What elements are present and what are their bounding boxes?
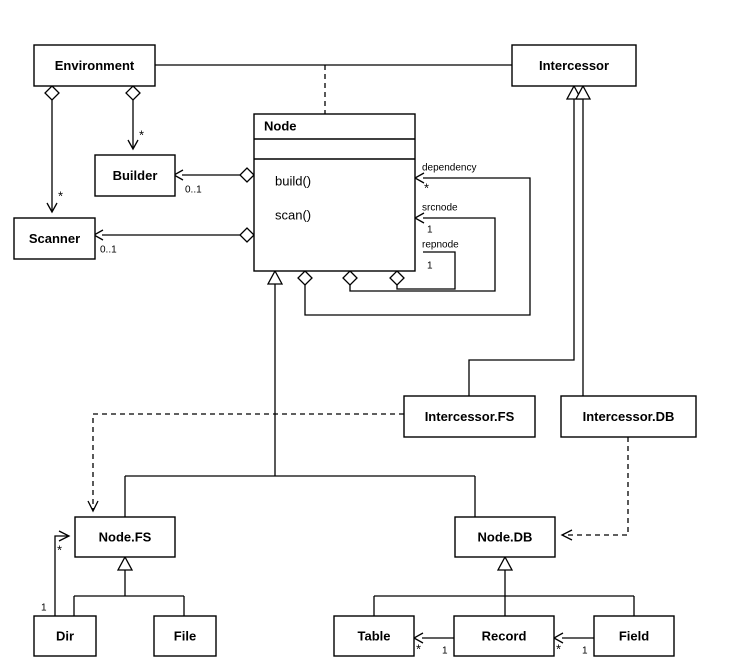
class-name-node-fs: Node.FS [99,529,152,544]
class-box-node-fs[interactable]: Node.FS [74,516,176,558]
mult-field-side: 1 [582,646,588,657]
role-dependency: dependency [422,163,477,174]
edge-node-subclasses-generalization [124,269,476,517]
edge-record-table-association: * 1 [412,632,454,657]
class-name-record: Record [482,628,527,643]
mult-srcnode: 1 [427,225,433,236]
class-name-intercessor-db: Intercessor.DB [583,409,675,424]
class-box-dir[interactable]: Dir [33,615,97,657]
class-name-file: File [174,628,196,643]
class-name-environment: Environment [55,58,135,73]
class-box-node[interactable]: Node build() scan() [253,113,416,272]
class-box-field[interactable]: Field [593,615,675,657]
mult-record-side: 1 [442,646,448,657]
edge-node-self-repnode: repnode 1 [389,240,459,290]
class-box-environment[interactable]: Environment [33,44,156,87]
edge-intercessordb-intercessor [574,84,592,396]
edge-intercessorfs-nodefs-dependency [87,413,404,513]
mult-environment-scanner: * [58,188,63,203]
class-box-builder[interactable]: Builder [94,154,176,197]
class-name-intercessor: Intercessor [539,58,609,73]
node-operation-scan: scan() [275,207,311,222]
edge-node-scanner: 0..1 [92,227,255,256]
edge-node-builder: 0..1 [172,167,255,196]
role-srcnode: srcnode [422,203,458,214]
edge-intercessorfs-intercessor [468,84,583,396]
mult-node-builder: 0..1 [185,185,202,196]
edge-dir-nodefs-association: 1 * [41,530,71,616]
node-operation-build: build() [275,173,311,188]
edge-field-record-association: * 1 [552,632,594,657]
class-box-intercessor[interactable]: Intercessor [511,44,637,87]
mult-dependency: * [424,180,429,195]
mult-dir-target: * [57,542,62,557]
edge-intercessordb-nodedb-dependency [560,437,629,541]
class-name-intercessor-fs: Intercessor.FS [425,409,515,424]
edge-environment-scanner: * [44,85,63,214]
class-box-scanner[interactable]: Scanner [13,217,96,260]
class-name-dir: Dir [56,628,74,643]
edge-node-self-srcnode: srcnode 1 [342,203,496,292]
mult-table-side: * [416,641,421,656]
class-name-field: Field [619,628,649,643]
class-box-intercessor-db[interactable]: Intercessor.DB [560,395,697,438]
mult-node-scanner: 0..1 [100,245,117,256]
class-name-builder: Builder [113,168,158,183]
mult-repnode: 1 [427,261,433,272]
class-name-scanner: Scanner [29,231,80,246]
class-box-file[interactable]: File [153,615,217,657]
class-name-node: Node [264,118,297,133]
class-box-record[interactable]: Record [453,615,555,657]
mult-record-target-side: * [556,641,561,656]
class-box-intercessor-fs[interactable]: Intercessor.FS [403,395,536,438]
class-box-node-db[interactable]: Node.DB [454,516,556,558]
edge-environment-builder: * [125,85,144,151]
class-box-table[interactable]: Table [333,615,415,657]
class-name-table: Table [358,628,391,643]
mult-environment-builder: * [139,127,144,142]
edge-nodefs-children-generalization [73,555,185,616]
class-name-node-db: Node.DB [478,529,533,544]
role-repnode: repnode [422,240,459,251]
edge-nodedb-children-generalization [373,555,635,616]
mult-dir-source: 1 [41,603,47,614]
